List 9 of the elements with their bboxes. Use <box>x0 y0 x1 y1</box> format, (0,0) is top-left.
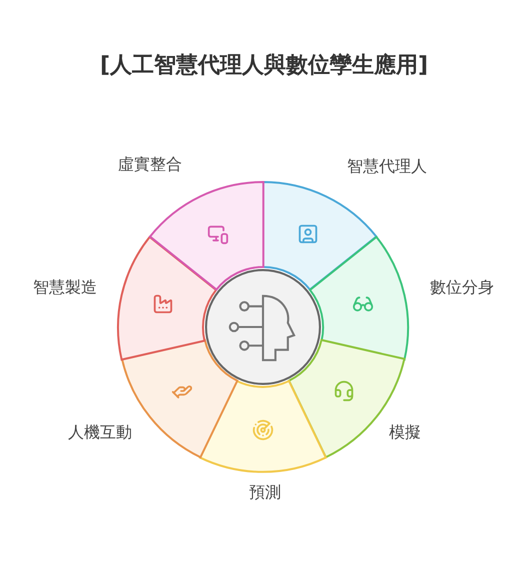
segment-label: 人機互動 <box>68 422 132 444</box>
segment-label: 智慧製造 <box>33 277 97 298</box>
segment-label: 模擬 <box>388 422 421 444</box>
diagram-title: [人工智慧代理人與數位孿生應用] <box>98 52 430 80</box>
segment-label: 智慧代理人 <box>347 156 427 178</box>
head-circuit-circle <box>205 269 321 385</box>
segment-label: 虛實整合 <box>118 154 182 176</box>
segment-label: 預測 <box>248 482 281 504</box>
segment-label: 數位分身 <box>430 277 494 298</box>
